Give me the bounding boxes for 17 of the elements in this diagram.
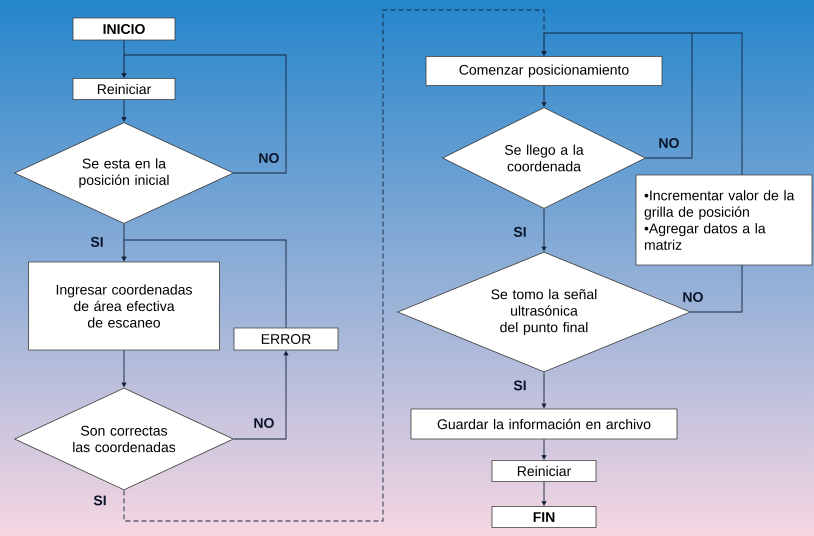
edge-label: NO: [259, 153, 279, 163]
process-box: Reiniciar: [492, 460, 596, 482]
edge-label: SI: [514, 226, 526, 237]
process-box: •Incrementar valor de la grilla de posición •Agregar datos a la matriz: [636, 174, 812, 266]
process-box: FIN: [492, 506, 596, 528]
edge-label: SI: [90, 236, 103, 247]
arrow: [124, 10, 547, 522]
process-box: Reiniciar: [72, 78, 176, 100]
edge-label: NO: [659, 138, 679, 148]
edge-label: NO: [254, 418, 274, 428]
process-box: Comenzar posicionamiento: [426, 56, 662, 86]
process-box: Ingresar coordenadas de área efectiva de escaneo: [28, 262, 220, 350]
process-box: ERROR: [234, 328, 338, 350]
process-box: INICIO: [72, 18, 176, 40]
process-box: Guardar la información en archivo: [410, 408, 678, 440]
edge-label: SI: [94, 495, 106, 506]
edge-label: SI: [514, 380, 526, 390]
